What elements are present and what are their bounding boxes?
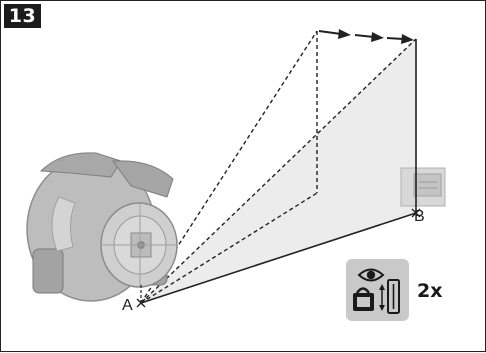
eye-icon (357, 268, 385, 282)
target-receiver (400, 167, 446, 207)
rotation-arrows (318, 29, 414, 44)
figure-number: 13 (8, 5, 37, 27)
beam-line-solid (140, 212, 417, 304)
beam-line-dashed-left (140, 30, 318, 304)
point-a-marker (136, 298, 146, 308)
procedure-icon-panel (346, 259, 409, 321)
repeat-count: 2x (417, 280, 443, 302)
point-a-label: A (122, 297, 133, 314)
up-down-arrows-icon (379, 284, 385, 311)
point-b-marker (411, 208, 421, 218)
receiver-icon (387, 279, 400, 314)
beam-line-dashed-upper (140, 38, 417, 304)
figure-number-badge: 13 (4, 4, 41, 28)
laser-device-icon (353, 287, 374, 311)
point-b-label: B (414, 208, 425, 225)
rotating-laser-device (26, 152, 178, 302)
